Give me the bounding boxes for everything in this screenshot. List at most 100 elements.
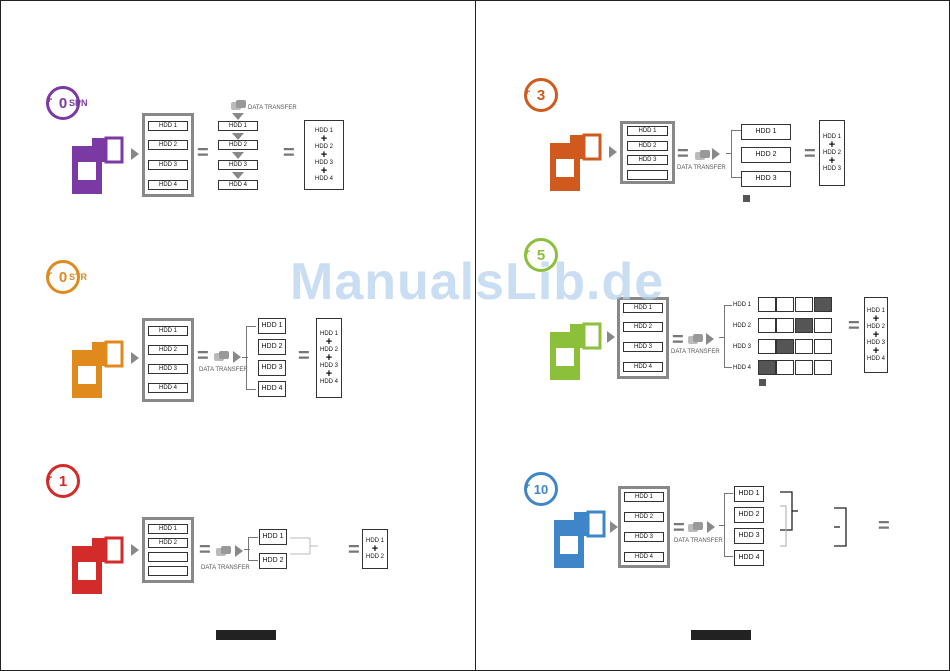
- equals-sign: =: [673, 517, 685, 539]
- bracket-tick: [719, 337, 725, 338]
- result-hdd-1: HDD 1: [866, 308, 885, 314]
- result-hdd-3: HDD 3: [314, 160, 333, 166]
- result-hdd-4: HDD 4: [319, 379, 338, 385]
- hdd-empty: [627, 170, 668, 180]
- bracket-tick: [726, 153, 732, 154]
- hdd-4-label: HDD 4: [733, 365, 752, 371]
- stripe-block: [814, 318, 832, 333]
- arrow-icon: [235, 545, 243, 557]
- result-hdd-1: HDD 1: [319, 331, 338, 337]
- badge-label: 3: [536, 86, 546, 104]
- hdd-1: HDD 1: [741, 124, 791, 140]
- plus-sign: +: [872, 345, 880, 357]
- plus-sign: +: [872, 313, 880, 325]
- stripe-block: [776, 297, 794, 312]
- equals-sign: =: [878, 515, 890, 537]
- bracket-tick: [244, 549, 250, 550]
- hdd-2: HDD 2: [623, 322, 663, 332]
- hdd-4: HDD 4: [148, 383, 188, 393]
- raid-str-badge-icon: 0: [46, 260, 80, 294]
- footer-bar: [691, 630, 751, 640]
- arrow-icon: [131, 544, 139, 556]
- raid-5-badge-icon: 5: [524, 238, 558, 272]
- data-transfer-icon: [688, 522, 703, 532]
- hdd-1: HDD 1: [258, 318, 286, 334]
- stripe-block: [758, 339, 776, 354]
- hdd-1-label: HDD 1: [733, 302, 752, 308]
- badge-suffix: STR: [69, 272, 87, 282]
- data-transfer-icon: [695, 150, 710, 160]
- hdd-4: HDD 4: [258, 381, 286, 397]
- hdd-1: HDD 1: [148, 326, 188, 336]
- parity-block: [776, 339, 794, 354]
- result-hdd-1: HDD 1: [314, 128, 333, 134]
- hdd-3: HDD 3: [218, 160, 258, 170]
- split-bracket: [724, 305, 732, 368]
- split-bracket: [731, 130, 741, 178]
- raid-10-badge-icon: 10: [524, 472, 558, 506]
- down-arrow-icon: [232, 113, 244, 120]
- hdd-1: HDD 1: [218, 121, 258, 131]
- computer-icon: [72, 340, 124, 398]
- plus-sign: +: [872, 329, 880, 341]
- footer-bar: [216, 630, 276, 640]
- badge-plus: +: [524, 246, 531, 258]
- result-hdd-1: HDD 1: [365, 538, 384, 544]
- data-transfer-icon: [688, 334, 703, 344]
- equals-sign: =: [672, 329, 684, 351]
- hdd-4: HDD 4: [624, 552, 664, 562]
- result-hdd-3: HDD 3: [822, 166, 841, 172]
- hdd-1: HDD 1: [624, 492, 664, 502]
- hdd-4: HDD 4: [218, 180, 258, 190]
- parity-block: [814, 297, 832, 312]
- hdd-2: HDD 2: [627, 141, 668, 151]
- equals-sign: =: [804, 143, 816, 165]
- arrow-icon: [706, 333, 714, 345]
- hdd-1: HDD 1: [148, 524, 188, 534]
- hdd-2: HDD 2: [734, 507, 764, 523]
- hdd-2: HDD 2: [148, 345, 188, 355]
- hdd-3: HDD 3: [734, 528, 764, 544]
- parity-legend-icon: [743, 195, 750, 202]
- stripe-block: [795, 297, 813, 312]
- hdd-3: HDD 3: [258, 360, 286, 376]
- result-hdd-3: HDD 3: [319, 363, 338, 369]
- plus-sign: +: [325, 336, 333, 348]
- data-transfer-label: DATA TRANSFER: [671, 349, 720, 355]
- hdd-3: HDD 3: [148, 160, 188, 170]
- plus-sign: +: [325, 368, 333, 380]
- data-transfer-label: DATA TRANSFER: [199, 367, 248, 373]
- result-hdd-2: HDD 2: [319, 347, 338, 353]
- plus-sign: +: [320, 149, 328, 161]
- down-arrow-icon: [232, 133, 244, 140]
- arrow-icon: [233, 351, 241, 363]
- hdd-2: HDD 2: [624, 512, 664, 522]
- data-transfer-label: DATA TRANSFER: [674, 538, 723, 544]
- data-transfer-label: DATA TRANSFER: [201, 565, 250, 571]
- hdd-3: HDD 3: [627, 155, 668, 165]
- stripe-block: [814, 360, 832, 375]
- hdd-3: HDD 3: [148, 364, 188, 374]
- hdd-4: HDD 4: [734, 550, 764, 566]
- plus-sign: +: [320, 133, 328, 145]
- combined-volume: HDD 1 + HDD 2 + HDD 3 + HDD 4: [864, 297, 888, 373]
- hdd-2-label: HDD 2: [733, 323, 752, 329]
- badge-suffix: SPN: [69, 98, 88, 108]
- result-hdd-2: HDD 2: [314, 144, 333, 150]
- arrow-icon: [707, 521, 715, 533]
- data-transfer-label: DATA TRANSFER: [677, 165, 726, 171]
- hdd-2: HDD 2: [148, 140, 188, 150]
- hdd-2: HDD 2: [741, 147, 791, 163]
- result-hdd-2: HDD 2: [822, 150, 841, 156]
- badge-label: 1: [58, 472, 68, 490]
- hdd-3: HDD 3: [624, 532, 664, 542]
- result-hdd-4: HDD 4: [314, 176, 333, 182]
- stripe-block: [758, 297, 776, 312]
- arrow-icon: [712, 148, 720, 160]
- arrow-icon: [607, 331, 615, 343]
- hdd-2: HDD 2: [259, 553, 287, 569]
- badge-plus: +: [46, 268, 53, 280]
- hdd-1: HDD 1: [148, 121, 188, 131]
- computer-icon: [72, 136, 124, 194]
- arrow-icon: [131, 352, 139, 364]
